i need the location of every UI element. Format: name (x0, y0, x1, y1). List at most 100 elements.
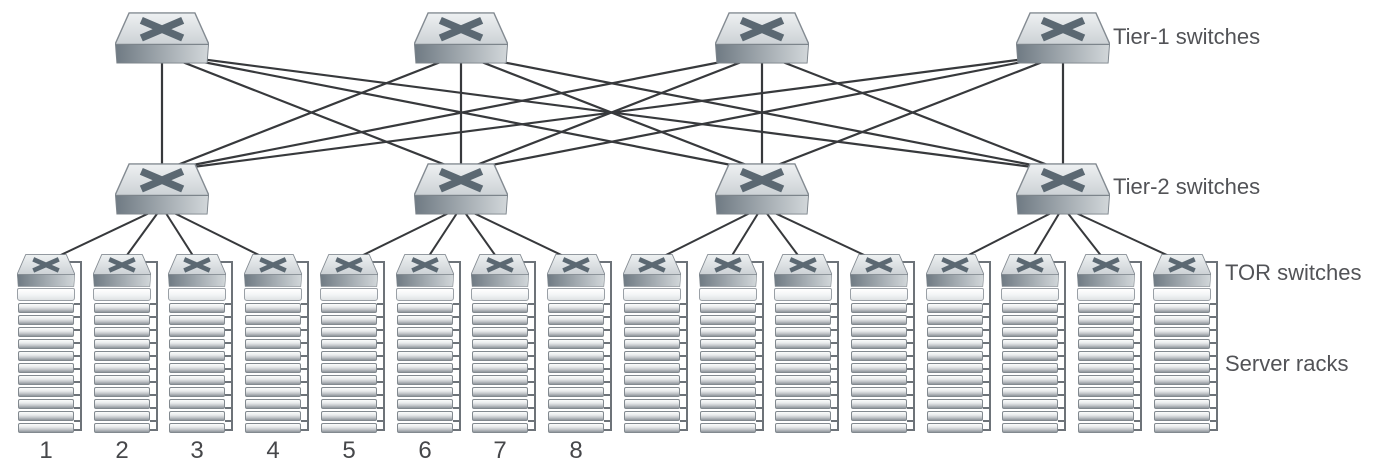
rack-cable-bracket (212, 261, 233, 431)
server-unit (700, 363, 756, 373)
server-unit (927, 399, 983, 409)
server-unit (94, 339, 150, 349)
switch-crossed-arrows-icon (1016, 13, 1110, 63)
rack-top-unit (623, 288, 681, 301)
server-unit (624, 375, 680, 385)
server-unit (18, 351, 74, 361)
server-unit (472, 351, 528, 361)
server-stack (244, 288, 302, 433)
switch-crossed-arrows-icon (115, 164, 209, 214)
server-unit (169, 339, 225, 349)
server-unit (927, 339, 983, 349)
network-link-line (424, 206, 462, 263)
tor-switch-1 (17, 254, 75, 287)
network-link-line (460, 206, 501, 263)
server-unit (548, 315, 604, 325)
server-unit (18, 315, 74, 325)
server-unit (321, 315, 377, 325)
network-link-line (1062, 206, 1107, 263)
tier2-switch-3 (715, 163, 809, 215)
rack-cable-bracket (970, 261, 991, 431)
tor-switch-9 (623, 254, 681, 287)
server-unit (624, 315, 680, 325)
server-unit (472, 363, 528, 373)
server-unit (1002, 339, 1058, 349)
rack-top-unit (1153, 288, 1211, 301)
server-rack-13 (926, 254, 998, 464)
server-unit (169, 375, 225, 385)
network-link-line (460, 206, 577, 263)
server-unit (1078, 399, 1134, 409)
server-unit (851, 315, 907, 325)
server-unit (927, 351, 983, 361)
rack-top-unit (17, 288, 75, 301)
rack-cable-bracket (818, 261, 839, 431)
switch-crossed-arrows-icon (547, 255, 605, 287)
server-unit (169, 399, 225, 409)
network-link-line (121, 206, 163, 263)
server-unit (1078, 363, 1134, 373)
server-unit (927, 375, 983, 385)
switch-crossed-arrows-icon (115, 13, 209, 63)
network-link-line (161, 52, 1064, 173)
server-unit (397, 375, 453, 385)
server-racks-label: Server racks (1225, 351, 1349, 376)
server-rack-14 (1001, 254, 1073, 464)
server-unit (18, 399, 74, 409)
server-unit (1002, 351, 1058, 361)
server-unit (1002, 303, 1058, 313)
server-unit (1002, 363, 1058, 373)
server-unit (851, 339, 907, 349)
rack-cable-bracket (440, 261, 461, 431)
server-stack (774, 288, 832, 433)
server-unit (245, 399, 301, 409)
server-unit (700, 315, 756, 325)
server-unit (624, 387, 680, 397)
server-rack-5 (320, 254, 392, 464)
tor-switch-7 (471, 254, 529, 287)
switch-crossed-arrows-icon (715, 164, 809, 214)
server-stack (623, 288, 681, 433)
rack-number-7: 7 (493, 437, 507, 464)
server-unit (1002, 327, 1058, 337)
tier2-switch-4 (1016, 163, 1110, 215)
server-unit (1154, 423, 1210, 433)
switch-crossed-arrows-icon (926, 255, 984, 287)
rack-number-2: 2 (115, 437, 129, 464)
server-unit (851, 399, 907, 409)
tor-switch-15 (1077, 254, 1135, 287)
server-unit (927, 363, 983, 373)
server-unit (851, 387, 907, 397)
tor-switch-10 (699, 254, 757, 287)
server-unit (1002, 411, 1058, 421)
rack-cable-bracket (288, 261, 309, 431)
network-link-line (45, 206, 163, 263)
server-unit (700, 411, 756, 421)
server-unit (94, 399, 150, 409)
server-unit (321, 327, 377, 337)
switch-crossed-arrows-icon (471, 255, 529, 287)
server-unit (18, 375, 74, 385)
server-unit (245, 339, 301, 349)
rack-cable-bracket (61, 261, 82, 431)
server-unit (851, 363, 907, 373)
server-unit (624, 399, 680, 409)
server-unit (321, 351, 377, 361)
server-unit (94, 375, 150, 385)
tier1-switch-2 (414, 12, 508, 64)
server-unit (94, 351, 150, 361)
server-unit (94, 315, 150, 325)
server-unit (245, 363, 301, 373)
rack-number-4: 4 (266, 437, 280, 464)
tor-switch-11 (774, 254, 832, 287)
server-unit (472, 411, 528, 421)
rack-number-1: 1 (39, 437, 53, 464)
rack-number-6: 6 (418, 437, 432, 464)
server-unit (472, 387, 528, 397)
server-unit (1078, 303, 1134, 313)
rack-cable-bracket (1197, 261, 1218, 431)
server-unit (927, 315, 983, 325)
server-unit (169, 411, 225, 421)
